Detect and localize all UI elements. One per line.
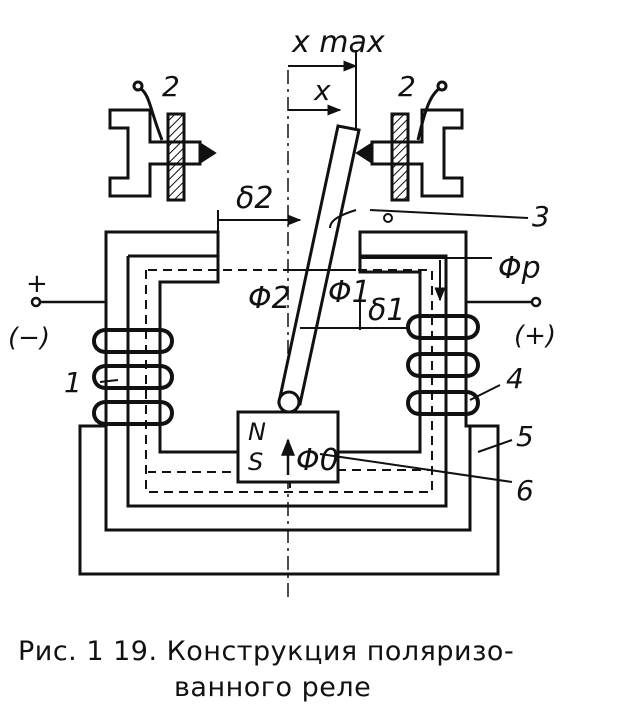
label-2-right: 2 — [398, 70, 416, 103]
label-phi-p: Φp — [498, 251, 541, 286]
contact-left — [108, 80, 217, 202]
label-plus: + — [26, 269, 48, 299]
label-minus-paren: (−) — [8, 323, 50, 353]
label-6: 6 — [516, 474, 534, 507]
label-xmax: x max — [291, 25, 385, 60]
polarized-relay-diagram: x max x 2 2 δ2 3 Φp + (−) Φ2 Φ1 δ1 (+) 1… — [8, 25, 556, 600]
label-plus-paren: (+) — [514, 321, 556, 351]
label-1: 1 — [64, 366, 82, 399]
label-magnet-n: N — [248, 418, 266, 446]
label-phi2: Φ2 — [248, 281, 291, 316]
caption-line-2: ванного реле — [174, 672, 372, 703]
caption-line-1: Рис. 1 19. Конструкция поляризо- — [18, 636, 515, 667]
label-4: 4 — [506, 362, 524, 395]
label-3: 3 — [532, 200, 550, 233]
label-phi0: Φ0 — [296, 443, 339, 478]
label-phi1: Φ1 — [328, 275, 371, 310]
label-magnet-s: S — [248, 448, 263, 476]
coil-right — [406, 314, 480, 416]
label-delta1: δ1 — [368, 293, 405, 328]
outer-yoke — [78, 230, 500, 576]
label-x: x — [313, 74, 331, 107]
label-5: 5 — [516, 420, 534, 453]
armature — [277, 124, 361, 414]
contact-right — [355, 80, 464, 202]
label-2-left: 2 — [162, 70, 180, 103]
coil-left — [92, 328, 174, 426]
label-delta2: δ2 — [236, 181, 273, 216]
